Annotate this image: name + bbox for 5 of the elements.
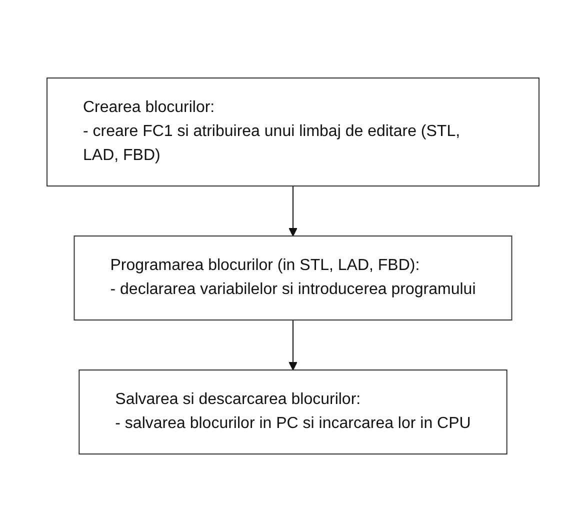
arrow <box>288 185 297 236</box>
node-box: Crearea blocurilor: - creare FC1 si atribuirea unui limbaj de editare (STL, LAD, FBD) <box>46 77 539 186</box>
arrow <box>288 319 297 370</box>
node-box: Salvarea si descarcarea blocurilor: - salvarea blocurilor in PC si incarcarea lor in CPU <box>78 369 507 454</box>
node-box: Programarea blocurilor (in STL, LAD, FBD): - declararea variabilelor si introducerea programului <box>73 235 512 320</box>
